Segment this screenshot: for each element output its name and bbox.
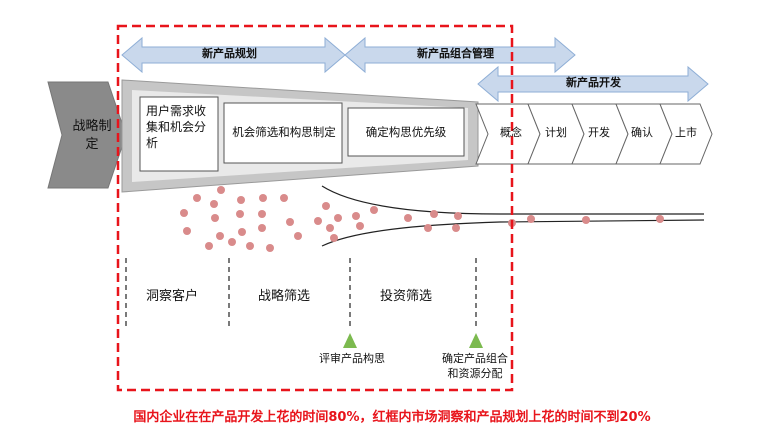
idea-dot: [322, 202, 330, 210]
idea-dots: [180, 186, 664, 252]
dev-stage-launch: 上市: [675, 126, 697, 139]
funnel-box-1: [139, 96, 219, 172]
planning-arrow-label: 新产品规划: [202, 47, 257, 60]
idea-dot: [210, 200, 218, 208]
idea-dot: [452, 224, 460, 232]
idea-dot: [180, 209, 188, 217]
portfolio-milestone-line1: 确定产品组合: [442, 352, 508, 365]
phase-strategy-screen-label: 战略筛选: [258, 289, 311, 304]
idea-dot: [259, 194, 267, 202]
idea-dot: [314, 217, 322, 225]
review-milestone-label: 评审产品构思: [319, 352, 385, 365]
portfolio-milestone-triangle: [469, 333, 483, 348]
dev-stage-concept: 概念: [500, 126, 522, 139]
development-arrow: [477, 65, 709, 103]
review-milestone-triangle: [343, 333, 357, 348]
idea-dot: [205, 242, 213, 250]
funnel-box-1-line3: 析: [146, 136, 159, 151]
funnel-box-1-line1: 用户需求收: [146, 104, 207, 118]
idea-dot: [656, 215, 664, 223]
strategy-chevron: [47, 81, 127, 189]
idea-dot: [527, 215, 535, 223]
dev-stage-plan: 计划: [545, 126, 567, 139]
portfolio-milestone-label: 确定产品组合 和资源分配: [420, 352, 530, 382]
idea-dot: [258, 210, 266, 218]
idea-dot: [237, 196, 245, 204]
idea-dot: [404, 214, 412, 222]
idea-dot: [258, 224, 266, 232]
idea-dot: [370, 206, 378, 214]
funnel-box-2: [223, 102, 343, 164]
funnel-box-3-label: 确定构思优先级: [365, 125, 447, 139]
idea-dot: [454, 212, 462, 220]
idea-dot: [217, 186, 225, 194]
dev-stage-develop: 开发: [588, 126, 610, 139]
strategy-label-line2: 定: [85, 136, 99, 152]
funnel-box-1-line2: 集和机会分: [146, 120, 207, 135]
strategy-label-line1: 战略制: [72, 119, 112, 134]
idea-dot: [294, 232, 302, 240]
phase-separators: [125, 258, 477, 326]
idea-dot: [266, 244, 274, 252]
idea-dot: [582, 216, 590, 224]
funnel-box-2-label: 机会筛选和构思制定: [232, 125, 336, 139]
idea-dot: [216, 232, 224, 240]
idea-dot: [330, 234, 338, 242]
funnel-box-3: [347, 107, 465, 157]
idea-dot: [183, 227, 191, 235]
caption-text: 国内企业在在产品开发上花的时间80%，红框内市场洞察和产品规划上花的时间不到20…: [133, 410, 651, 425]
portfolio-arrow-label: 新产品组合管理: [417, 47, 494, 60]
dev-chevrons: [475, 103, 713, 165]
idea-dot: [280, 194, 288, 202]
highlight-frame: [116, 24, 514, 392]
idea-dot: [430, 210, 438, 218]
idea-dot: [246, 242, 254, 250]
idea-dot: [356, 222, 364, 230]
idea-dot: [424, 224, 432, 232]
idea-dot: [238, 228, 246, 236]
phase-investment-screen-label: 投资筛选: [380, 289, 433, 304]
funnel-box-1-label: 用户需求收 集和机会分 析: [146, 103, 214, 152]
funnel-upper-curve: [321, 185, 704, 215]
idea-dot: [193, 194, 201, 202]
idea-dot: [286, 218, 294, 226]
portfolio-arrow: [344, 36, 576, 74]
funnel-lower-curve: [321, 219, 705, 247]
dev-stage-validate: 确认: [631, 126, 653, 139]
idea-dot: [326, 224, 334, 232]
idea-dot: [228, 238, 236, 246]
idea-dot: [334, 214, 342, 222]
idea-dot: [352, 212, 360, 220]
strategy-label: 战略制 定: [66, 118, 118, 153]
development-arrow-label: 新产品开发: [566, 76, 621, 89]
idea-dot: [236, 210, 244, 218]
phase-insight-label: 洞察客户: [146, 289, 199, 304]
idea-dot: [211, 214, 219, 222]
portfolio-milestone-line2: 和资源分配: [447, 366, 503, 380]
